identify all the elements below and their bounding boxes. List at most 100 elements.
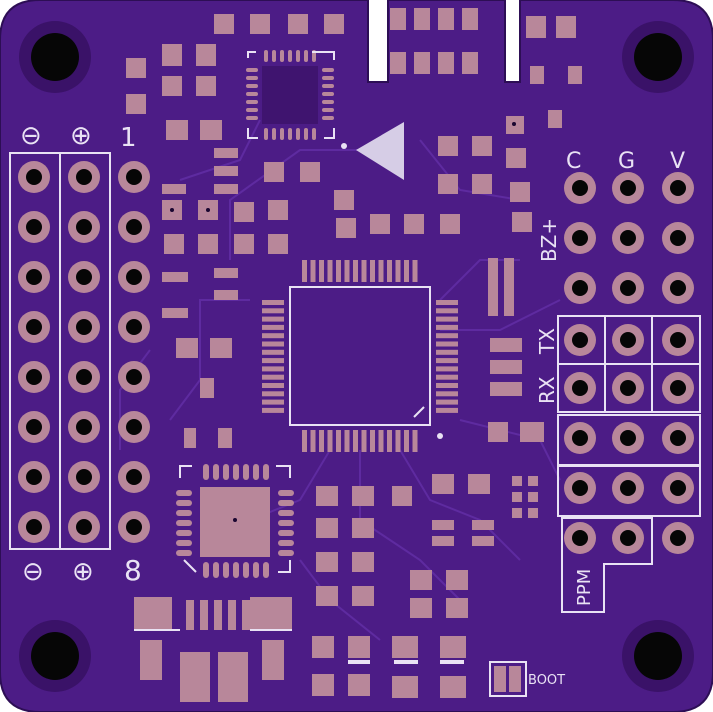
drill-hole bbox=[76, 319, 92, 335]
drill-hole bbox=[76, 269, 92, 285]
drill-hole bbox=[126, 269, 142, 285]
smd-pad bbox=[506, 148, 526, 168]
gyro-pin bbox=[176, 540, 192, 546]
smd-pad bbox=[198, 234, 218, 254]
drill-hole bbox=[26, 319, 42, 335]
plus-label-bottom: ⊕ bbox=[72, 557, 94, 587]
smd-pad bbox=[392, 636, 418, 658]
silkscreen-labels: ⊖ ⊕ 1 ⊖ ⊕ 8 C G V BZ+ TX RX PPM BOOT bbox=[20, 121, 685, 688]
smd-pad bbox=[312, 674, 334, 696]
drill-hole bbox=[572, 380, 588, 396]
drill-hole bbox=[620, 530, 636, 546]
mcu-pin bbox=[436, 383, 458, 388]
drill-hole bbox=[620, 430, 636, 446]
smd-pad bbox=[526, 16, 546, 38]
smd-pad bbox=[162, 44, 182, 66]
mcu-pin bbox=[262, 366, 284, 372]
gyro-pin bbox=[263, 464, 269, 480]
mcu-pin bbox=[361, 260, 367, 282]
smd-pad bbox=[316, 552, 338, 572]
left-header-silk bbox=[9, 152, 111, 550]
tx-label: TX bbox=[535, 328, 559, 355]
gyro-pin bbox=[233, 562, 239, 578]
smd-pad bbox=[512, 492, 522, 502]
smd-pad bbox=[288, 14, 308, 34]
smd-pad bbox=[568, 66, 582, 84]
smd-pad bbox=[348, 674, 370, 696]
mcu-pin bbox=[387, 260, 392, 282]
pad-via bbox=[206, 208, 210, 212]
qfn-pin bbox=[246, 100, 258, 104]
smd-pad bbox=[446, 598, 468, 618]
mcu-pin bbox=[344, 430, 350, 452]
gyro-pin bbox=[223, 464, 229, 480]
qfn-pin bbox=[246, 76, 258, 80]
mcu-pin bbox=[436, 358, 458, 364]
qfn-pin bbox=[272, 50, 276, 62]
polarity-mark bbox=[440, 660, 464, 664]
drill-hole bbox=[126, 469, 142, 485]
smd-pad bbox=[510, 182, 530, 202]
smd-pad bbox=[440, 636, 466, 658]
smd-pad bbox=[370, 214, 390, 234]
mcu-pin bbox=[262, 391, 284, 397]
gyro-pin bbox=[233, 464, 239, 480]
bz-label: BZ+ bbox=[537, 218, 561, 262]
drill-hole bbox=[26, 219, 42, 235]
boot-label: BOOT bbox=[528, 673, 565, 688]
smd-pad bbox=[200, 120, 222, 140]
smd-pad bbox=[214, 148, 238, 158]
plus-label-top: ⊕ bbox=[70, 121, 92, 151]
drill-hole bbox=[572, 530, 588, 546]
smd-pad bbox=[432, 474, 454, 494]
gyro-pin bbox=[278, 550, 294, 556]
smd-pad bbox=[462, 52, 478, 74]
drill-hole bbox=[76, 219, 92, 235]
smd-pad bbox=[446, 570, 468, 590]
smd-pad bbox=[404, 214, 424, 234]
smd-pad bbox=[352, 552, 374, 572]
mcu-pin bbox=[262, 308, 284, 314]
smd-pad bbox=[390, 8, 406, 30]
gyro-pin bbox=[213, 464, 219, 480]
smd-pad bbox=[162, 308, 188, 318]
c-label: C bbox=[566, 149, 581, 174]
smd-pad bbox=[520, 422, 544, 442]
drill-hole bbox=[670, 332, 686, 348]
gyro-pin bbox=[278, 520, 294, 526]
drill-hole bbox=[670, 280, 686, 296]
gyro-pin bbox=[243, 562, 249, 578]
mcu-pin bbox=[353, 430, 358, 452]
smd-pad bbox=[410, 570, 432, 590]
qfn-pin bbox=[304, 50, 308, 62]
mcu-pin bbox=[436, 399, 458, 405]
smd-pad bbox=[196, 76, 216, 96]
drill-hole bbox=[26, 469, 42, 485]
gyro-pin bbox=[278, 510, 294, 516]
mcu-pin bbox=[436, 333, 458, 339]
smd-pad bbox=[264, 162, 284, 182]
smd-pad bbox=[488, 296, 498, 316]
mcu-pin bbox=[370, 430, 375, 452]
drill-hole bbox=[572, 280, 588, 296]
mcu-pin bbox=[262, 358, 284, 364]
drill-hole bbox=[26, 169, 42, 185]
rx-label: RX bbox=[535, 376, 559, 404]
mcu-pin bbox=[319, 430, 324, 452]
drill-hole bbox=[126, 419, 142, 435]
pad-via bbox=[170, 208, 174, 212]
smd-pad bbox=[488, 276, 498, 296]
drill-hole bbox=[620, 332, 636, 348]
left-header-pins bbox=[18, 161, 150, 543]
right-header-silk bbox=[557, 315, 701, 613]
gyro-pin bbox=[176, 500, 192, 506]
smd-pad bbox=[162, 76, 182, 96]
gyro-pin bbox=[176, 490, 192, 496]
mcu-pin bbox=[436, 341, 458, 347]
smd-pad bbox=[490, 382, 522, 396]
gyro-pin bbox=[203, 562, 209, 578]
smd-pad bbox=[472, 174, 492, 194]
mcu-pin bbox=[436, 374, 458, 380]
mcu-pin bbox=[344, 260, 350, 282]
smd-pad bbox=[164, 234, 184, 254]
